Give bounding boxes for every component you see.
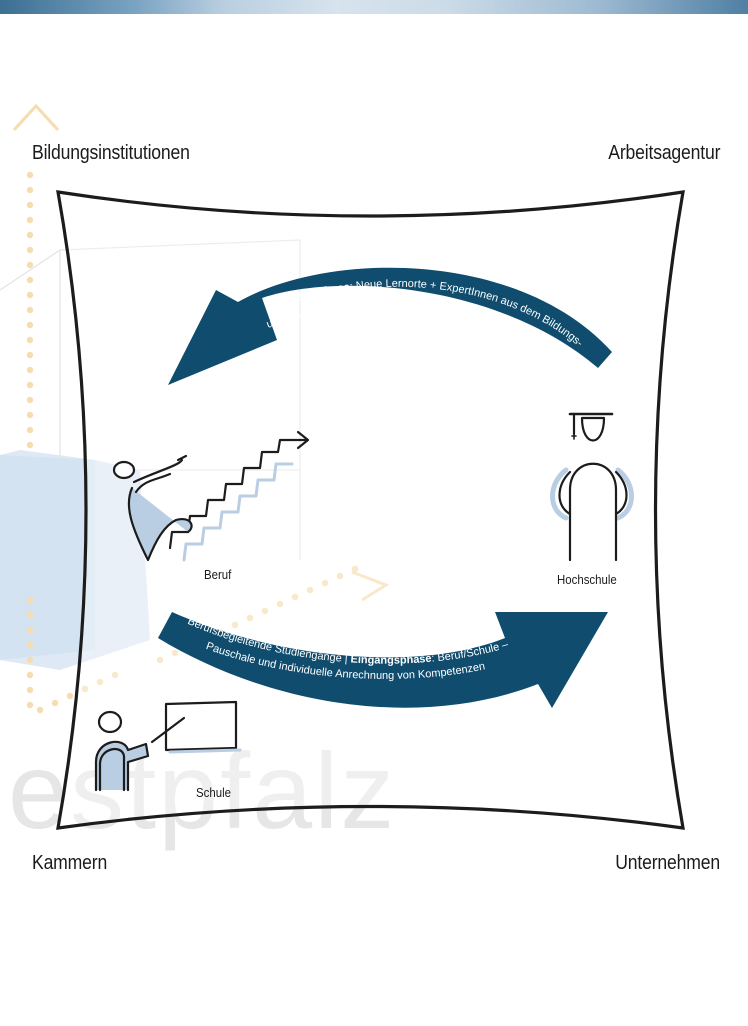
schule-figure-icon xyxy=(94,700,242,792)
figure-label-beruf: Beruf xyxy=(204,567,232,582)
top-arrow xyxy=(168,267,612,385)
corner-label-kammern: Kammern xyxy=(32,852,108,874)
beruf-figure-icon xyxy=(112,430,310,562)
hochschule-figure-icon xyxy=(550,412,634,562)
corner-label-unternehmen: Unternehmen xyxy=(615,852,720,874)
figure-label-hochschule: Hochschule xyxy=(557,572,617,587)
figure-label-schule: Schule xyxy=(196,785,231,800)
bottom-arrow xyxy=(158,612,608,708)
top-banner xyxy=(0,0,748,14)
corner-label-bildungsinstitutionen: Bildungsinstitutionen xyxy=(32,142,190,164)
corner-label-arbeitsagentur: Arbeitsagentur xyxy=(607,142,720,164)
